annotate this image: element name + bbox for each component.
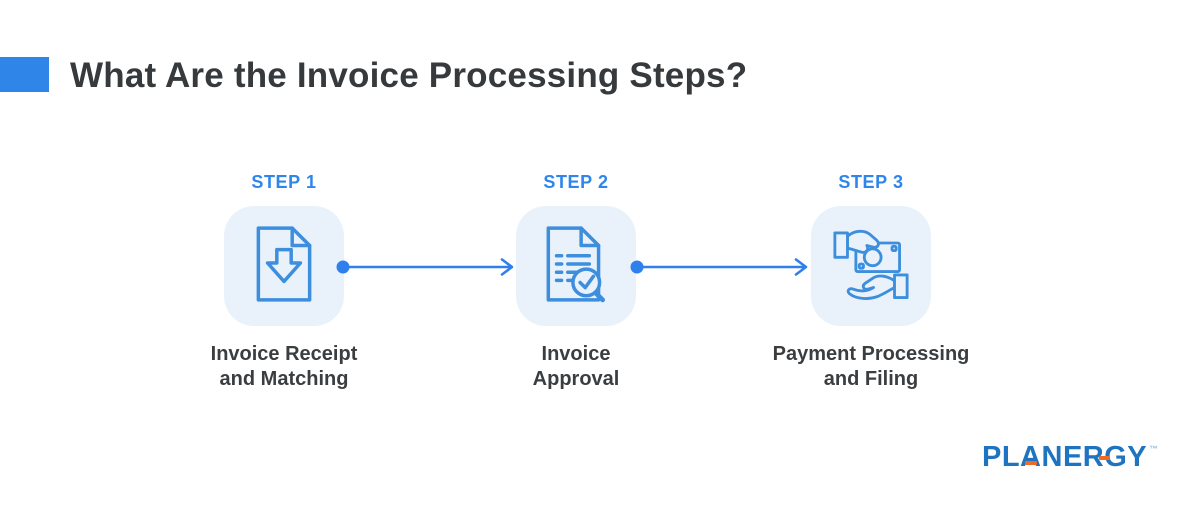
step-2-tile	[516, 206, 636, 326]
planergy-logo: PLANERGY ™	[982, 443, 1158, 472]
document-review-icon	[542, 224, 610, 309]
step-2-column: STEP 2 Invoice Approval	[436, 172, 716, 392]
document-download-icon	[251, 224, 317, 309]
hand-giving-money-icon	[829, 222, 913, 311]
step-2-label: STEP 2	[543, 172, 609, 192]
step-3-column: STEP 3 Payment Processing	[731, 172, 1011, 392]
page-title: What Are the Invoice Processing Steps?	[70, 56, 748, 95]
logo-orange-accent-a	[1025, 461, 1037, 465]
step-1-tile	[224, 206, 344, 326]
logo-orange-accent-g	[1099, 456, 1110, 460]
step-3-label: STEP 3	[838, 172, 904, 192]
step-2-caption: Invoice Approval	[532, 343, 620, 390]
title-accent-block	[0, 57, 49, 92]
arrow-step1-to-step2	[336, 258, 514, 276]
step-1-caption: Invoice Receipt and Matching	[210, 343, 358, 390]
trademark-symbol: ™	[1149, 444, 1159, 454]
planergy-logo-wordmark: PLANERGY	[982, 441, 1148, 473]
step-1-label: STEP 1	[251, 172, 317, 192]
step-1-column: STEP 1 Invoice Receipt and Matching	[144, 172, 424, 392]
step-3-caption: Payment Processing and Filing	[772, 343, 970, 390]
arrow-step2-to-step3	[630, 258, 808, 276]
step-3-tile	[811, 206, 931, 326]
